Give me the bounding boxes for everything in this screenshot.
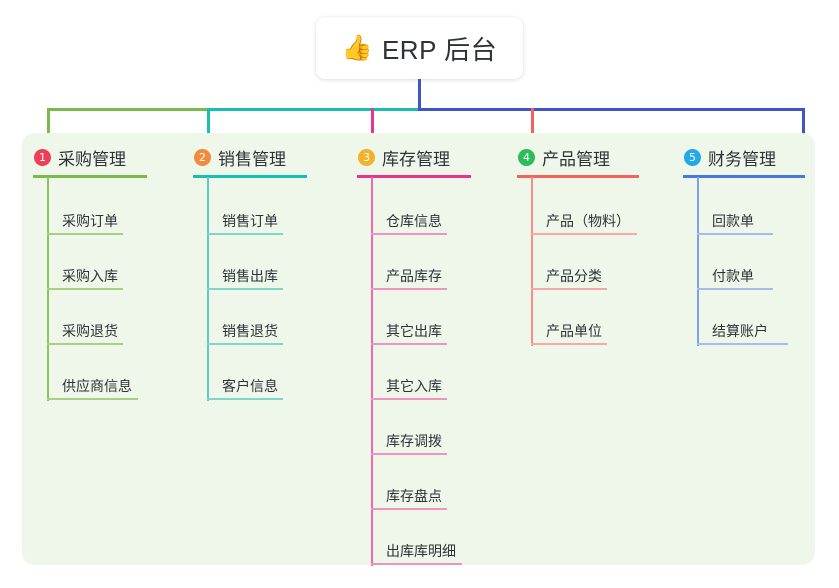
branch-title-purchasing: 采购管理 bbox=[58, 149, 126, 169]
leaf-rule-purchase-return bbox=[47, 343, 123, 345]
leaf-label-warehouse-info[interactable]: 仓库信息 bbox=[386, 213, 442, 229]
drop-connector-3 bbox=[371, 108, 374, 145]
branch-rule-sales bbox=[193, 175, 307, 178]
branch-badge-3: 3 bbox=[358, 148, 375, 166]
leaf-rule-outbound-detail bbox=[371, 563, 462, 565]
leaf-rule-customer-info bbox=[207, 398, 283, 400]
leaf-rule-stock-count bbox=[371, 508, 447, 510]
branch-rule-product bbox=[517, 175, 639, 178]
leaf-rule-product-stock bbox=[371, 288, 447, 290]
branch-header-product[interactable]: 4 产品管理 bbox=[506, 143, 610, 171]
drop-connector-1 bbox=[47, 108, 50, 145]
leaf-rule-sales-outbound bbox=[207, 288, 283, 290]
branch-title-inventory: 库存管理 bbox=[382, 149, 450, 169]
drop-connector-5 bbox=[802, 108, 805, 145]
leaf-label-customer-info[interactable]: 客户信息 bbox=[222, 378, 278, 394]
leaf-label-sales-order[interactable]: 销售订单 bbox=[222, 213, 278, 229]
leaf-rule-supplier-info bbox=[47, 398, 138, 400]
leaf-label-receipt-order[interactable]: 回款单 bbox=[712, 213, 754, 229]
leaf-rule-product-unit bbox=[531, 343, 607, 345]
branch-badge-4: 4 bbox=[518, 148, 535, 166]
branch-column-finance: 5 财务管理 回款单 付款单 结算账户 bbox=[672, 143, 805, 346]
leaf-label-stock-transfer[interactable]: 库存调拨 bbox=[386, 433, 442, 449]
leaf-label-purchase-return[interactable]: 采购退货 bbox=[62, 323, 118, 339]
root-title-card[interactable]: 👍 ERP 后台 bbox=[316, 17, 523, 79]
leaf-label-purchase-order[interactable]: 采购订单 bbox=[62, 213, 118, 229]
leaf-label-stock-count[interactable]: 库存盘点 bbox=[386, 488, 442, 504]
bus-segment-1 bbox=[47, 108, 207, 111]
leaf-rule-product-material bbox=[531, 233, 637, 235]
leaf-label-supplier-info[interactable]: 供应商信息 bbox=[62, 378, 132, 394]
leaf-label-settlement-account[interactable]: 结算账户 bbox=[712, 323, 768, 339]
branch-badge-5: 5 bbox=[684, 148, 701, 166]
leaf-rule-settlement-account bbox=[697, 343, 788, 345]
branch-column-product: 4 产品管理 产品（物料） 产品分类 产品单位 bbox=[506, 143, 639, 346]
leaf-rule-sales-return bbox=[207, 343, 283, 345]
leaf-label-product-stock[interactable]: 产品库存 bbox=[386, 268, 442, 284]
leaf-rule-receipt-order bbox=[697, 233, 773, 235]
leaf-rule-purchase-order bbox=[47, 233, 123, 235]
branch-badge-1: 1 bbox=[34, 148, 51, 166]
leaf-label-sales-return[interactable]: 销售退货 bbox=[222, 323, 278, 339]
drop-connector-2 bbox=[207, 108, 210, 145]
leaf-rule-purchase-inbound bbox=[47, 288, 123, 290]
leaf-rule-sales-order bbox=[207, 233, 283, 235]
leaf-rule-product-category bbox=[531, 288, 607, 290]
bus-segment-2 bbox=[207, 108, 418, 111]
leaf-label-purchase-inbound[interactable]: 采购入库 bbox=[62, 268, 118, 284]
bus-segment-3 bbox=[418, 108, 804, 111]
root-title-label: ERP 后台 bbox=[381, 34, 498, 65]
leaf-label-other-inbound[interactable]: 其它入库 bbox=[386, 378, 442, 394]
branch-rule-inventory bbox=[357, 175, 471, 178]
branch-spine-finance bbox=[697, 177, 699, 346]
leaf-label-product-category[interactable]: 产品分类 bbox=[546, 268, 602, 284]
branch-column-inventory: 3 库存管理 仓库信息 产品库存 其它出库 其它入库 库存调拨 库存盘点 出库库… bbox=[346, 143, 471, 566]
leaf-label-outbound-detail[interactable]: 出库库明细 bbox=[386, 543, 456, 559]
branch-header-inventory[interactable]: 3 库存管理 bbox=[346, 143, 450, 171]
branch-header-finance[interactable]: 5 财务管理 bbox=[672, 143, 776, 171]
branch-badge-2: 2 bbox=[194, 148, 211, 166]
leaf-rule-other-outbound bbox=[371, 343, 447, 345]
leaf-label-payment-order[interactable]: 付款单 bbox=[712, 268, 754, 284]
branch-title-sales: 销售管理 bbox=[218, 149, 286, 169]
branch-column-purchasing: 1 采购管理 采购订单 采购入库 采购退货 供应商信息 bbox=[22, 143, 147, 401]
branch-rule-purchasing bbox=[33, 175, 147, 178]
branch-title-product: 产品管理 bbox=[542, 149, 610, 169]
branch-column-sales: 2 销售管理 销售订单 销售出库 销售退货 客户信息 bbox=[182, 143, 307, 401]
content-panel bbox=[22, 133, 815, 565]
branch-rule-finance bbox=[683, 175, 805, 178]
drop-connector-4 bbox=[531, 108, 534, 145]
leaf-rule-other-inbound bbox=[371, 398, 447, 400]
branch-spine-product bbox=[531, 177, 533, 346]
leaf-label-other-outbound[interactable]: 其它出库 bbox=[386, 323, 442, 339]
branch-spine-inventory bbox=[371, 177, 373, 566]
leaf-rule-payment-order bbox=[697, 288, 773, 290]
leaf-rule-warehouse-info bbox=[371, 233, 447, 235]
leaf-label-product-material[interactable]: 产品（物料） bbox=[546, 213, 630, 229]
branch-header-purchasing[interactable]: 1 采购管理 bbox=[22, 143, 126, 171]
leaf-label-sales-outbound[interactable]: 销售出库 bbox=[222, 268, 278, 284]
leaf-label-product-unit[interactable]: 产品单位 bbox=[546, 323, 602, 339]
branch-header-sales[interactable]: 2 销售管理 bbox=[182, 143, 286, 171]
branch-title-finance: 财务管理 bbox=[708, 149, 776, 169]
trunk-connector bbox=[418, 79, 421, 110]
leaf-rule-stock-transfer bbox=[371, 453, 447, 455]
thumbs-up-emoji: 👍 bbox=[341, 33, 373, 62]
